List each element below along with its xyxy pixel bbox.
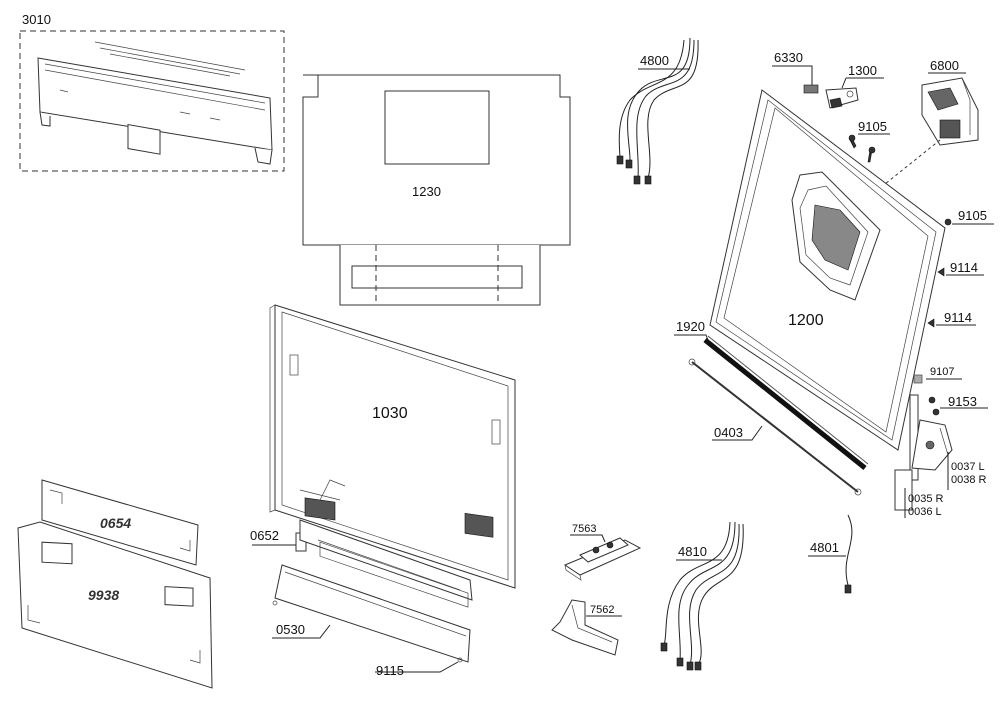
label-1300: 1300 — [848, 63, 877, 78]
label-3010: 3010 — [22, 12, 51, 27]
part-1230-panel — [302, 74, 571, 306]
part-9107-square — [913, 374, 923, 384]
part-7563-bracket — [563, 537, 642, 581]
part-4800-wire-harness — [616, 37, 699, 185]
label-0037: 0037 L — [951, 461, 985, 473]
label-9153: 9153 — [948, 394, 977, 409]
label-4800: 4800 — [640, 53, 669, 68]
label-4801: 4801 — [810, 540, 839, 555]
label-0038: 0038 R — [951, 474, 987, 486]
leader-9115 — [375, 661, 459, 673]
part-0654-panel — [41, 479, 199, 566]
label-0403: 0403 — [714, 425, 743, 440]
label-1200: 1200 — [788, 312, 824, 329]
label-1230: 1230 — [412, 184, 441, 199]
label-9105-top: 9105 — [858, 119, 887, 134]
leader-6330 — [772, 65, 813, 85]
part-1030-inner-door — [269, 304, 516, 589]
label-1920: 1920 — [676, 319, 705, 334]
part-1200-outer-door — [709, 89, 946, 451]
part-6800-door-lock — [921, 77, 979, 146]
label-0654: 0654 — [100, 515, 131, 531]
label-1030: 1030 — [372, 405, 408, 422]
part-0530-kick-plate — [272, 564, 471, 663]
part-4801-wire — [844, 514, 853, 594]
label-9105-right: 9105 — [958, 208, 987, 223]
part-4810-wire-harness — [660, 521, 744, 671]
part-7562-bracket — [551, 599, 619, 656]
part-9105-screw-right — [944, 218, 952, 226]
label-9107: 9107 — [930, 366, 954, 378]
part-hinge-assembly — [894, 394, 953, 511]
part-1920-seal-strip — [703, 335, 869, 470]
part-6330-small-clip — [803, 84, 819, 94]
part-0403-rod — [688, 358, 862, 496]
label-6330: 6330 — [774, 50, 803, 65]
leader-7563 — [570, 534, 606, 543]
part-9105-screws — [848, 134, 876, 163]
label-9115: 9115 — [376, 663, 404, 678]
label-9938: 9938 — [88, 587, 119, 603]
part-1300-latch — [825, 87, 859, 109]
label-9114-b: 9114 — [944, 310, 972, 325]
part-lower-trim-bar — [299, 519, 473, 608]
label-0530: 0530 — [276, 622, 305, 637]
label-6800: 6800 — [930, 58, 959, 73]
part-9938-panel — [17, 521, 213, 689]
label-0036: 0036 L — [908, 506, 942, 518]
label-7563: 7563 — [572, 523, 596, 535]
leader-1300 — [841, 77, 884, 89]
label-0035: 0035 R — [908, 493, 944, 505]
label-0652: 0652 — [250, 528, 279, 543]
label-7562: 7562 — [590, 604, 614, 616]
label-4810: 4810 — [678, 544, 707, 559]
leader-0530 — [272, 624, 331, 639]
label-9114-a: 9114 — [950, 260, 978, 275]
leader-0403 — [712, 425, 763, 441]
part-9153-screws — [928, 396, 940, 416]
leader-1920 — [674, 334, 709, 341]
part-9114-fasteners — [927, 267, 945, 328]
part-3010-control-panel — [19, 30, 285, 172]
